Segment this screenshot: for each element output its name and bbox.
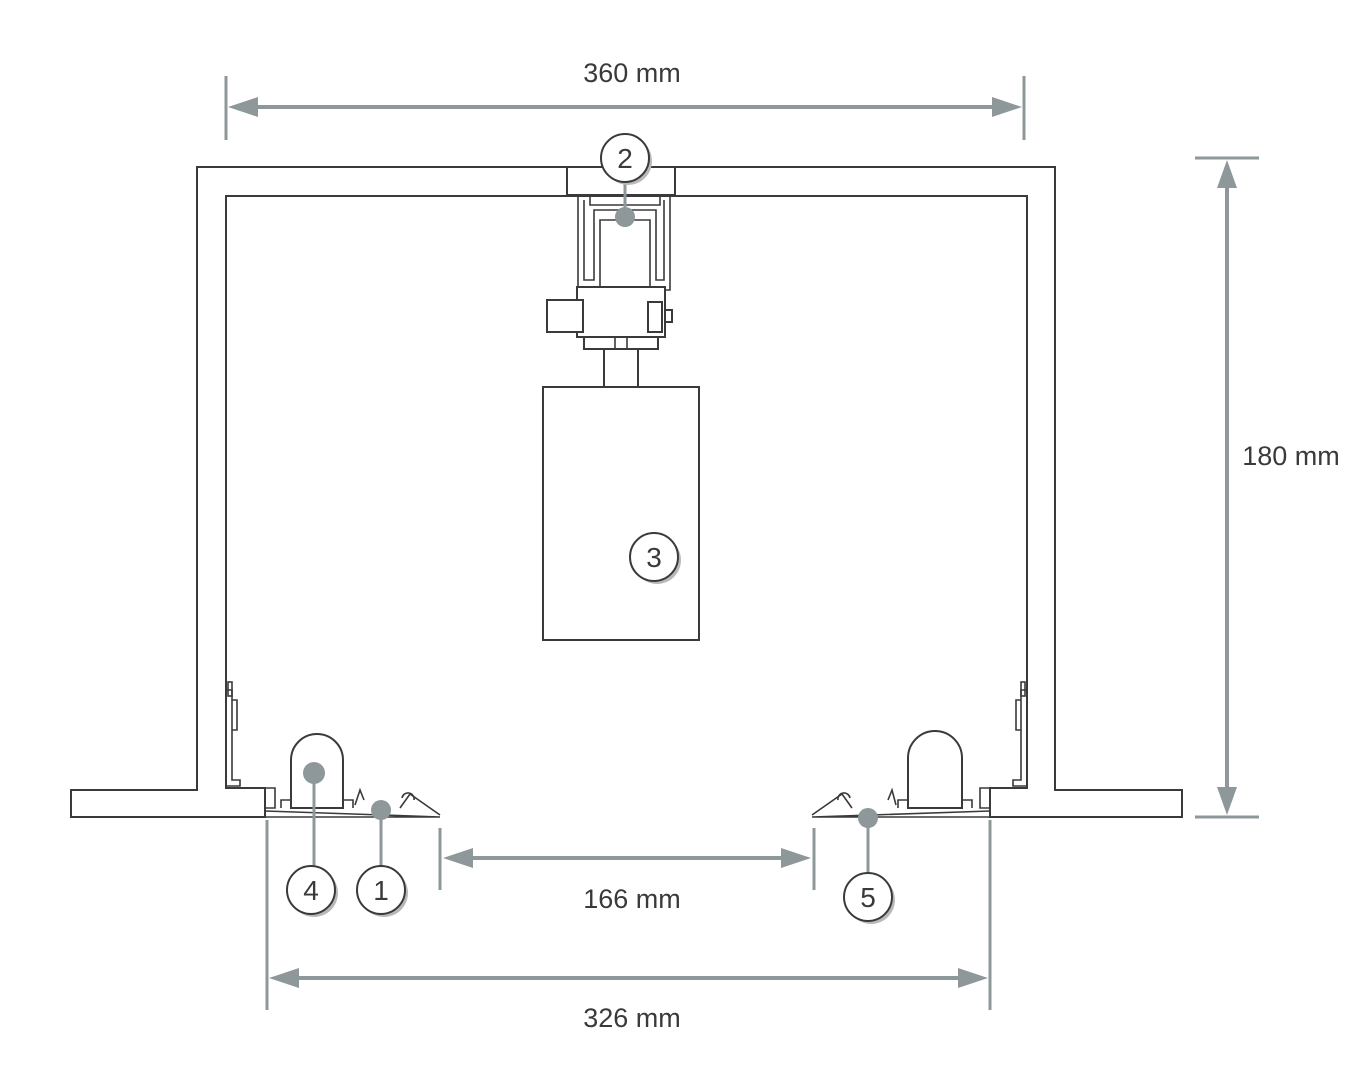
callout-5: 5 [843, 808, 895, 924]
dimension-166-label: 166 mm [583, 884, 681, 914]
spotlight-body [542, 386, 700, 641]
dimension-180-label: 180 mm [1242, 441, 1340, 471]
callout-1: 1 [356, 800, 408, 917]
callout-5-label: 5 [860, 882, 876, 913]
left-bottom-assembly [264, 733, 441, 818]
dimension-360-label: 360 mm [583, 58, 681, 88]
callout-4: 4 [286, 762, 338, 917]
track-adapter [546, 166, 676, 388]
callout-2: 2 [600, 133, 652, 227]
callout-3-label: 3 [646, 542, 662, 573]
dimension-326: 326 mm [265, 820, 992, 1033]
dimension-360: 360 mm [224, 58, 1026, 140]
right-side-clip [1012, 681, 1027, 787]
dimension-326-label: 326 mm [583, 1003, 681, 1033]
right-bottom-assembly [811, 730, 991, 818]
callout-1-label: 1 [373, 875, 389, 906]
dimension-180: 180 mm [1195, 156, 1340, 819]
callout-3: 3 [629, 532, 681, 584]
callout-2-label: 2 [617, 143, 633, 174]
right-lamp [907, 730, 963, 809]
left-side-clip [226, 681, 241, 787]
callout-4-label: 4 [303, 875, 319, 906]
dimension-166: 166 mm [438, 828, 816, 914]
